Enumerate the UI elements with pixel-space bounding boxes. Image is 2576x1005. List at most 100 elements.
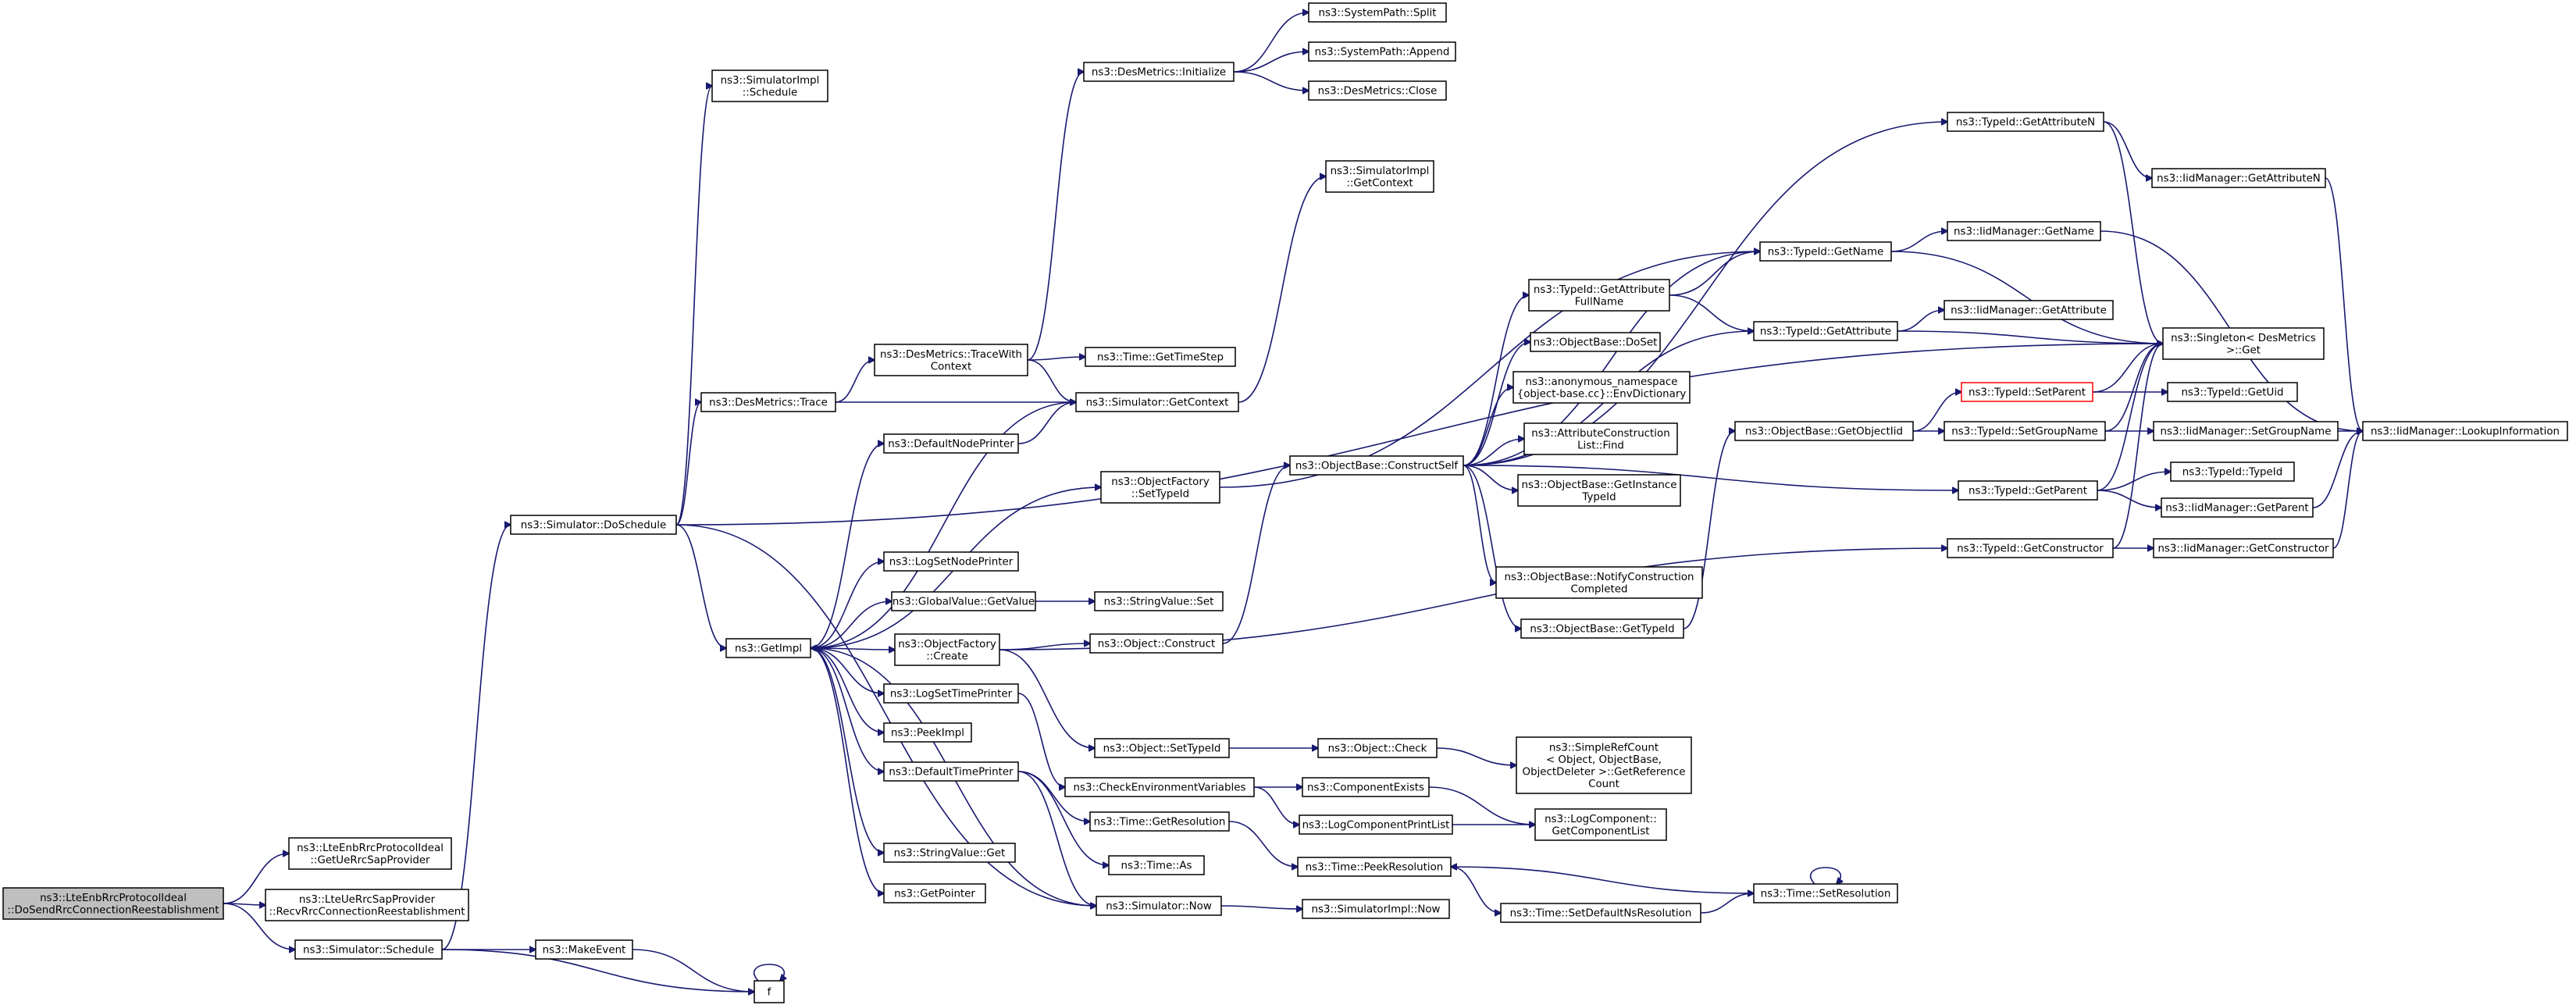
call-edge bbox=[1890, 231, 1947, 252]
node-timePeekResolution[interactable]: ns3::Time::PeekResolution bbox=[1297, 857, 1452, 877]
node-doSchedule[interactable]: ns3::Simulator::DoSchedule bbox=[510, 515, 677, 535]
node-obGetObjectIid[interactable]: ns3::ObjectBase::GetObjectIid bbox=[1734, 421, 1914, 441]
node-label: ns3::Simulator::GetContext bbox=[1086, 397, 1229, 409]
node-checkEnvVars[interactable]: ns3::CheckEnvironmentVariables bbox=[1064, 777, 1255, 797]
edge-obConstructSelf-to-obGetInstanceTypeId bbox=[1463, 465, 1518, 490]
node-box bbox=[1958, 480, 2098, 501]
node-obGetTypeId[interactable]: ns3::ObjectBase::GetTypeId bbox=[1520, 618, 1684, 639]
node-tidGetParent[interactable]: ns3::TypeId::GetParent bbox=[1958, 480, 2098, 501]
node-getImpl[interactable]: ns3::GetImpl bbox=[725, 638, 811, 658]
node-tidGetUid[interactable]: ns3::TypeId::GetUid bbox=[2167, 382, 2298, 402]
node-box bbox=[1944, 421, 2106, 441]
node-f[interactable]: f bbox=[754, 980, 785, 1003]
node-componentExists[interactable]: ns3::ComponentExists bbox=[1302, 777, 1430, 797]
node-label: ns3::Time::PeekResolution bbox=[1306, 862, 1444, 874]
node-iidGetConstructor[interactable]: ns3::IidManager::GetConstructor bbox=[2153, 538, 2334, 558]
node-makeEvent[interactable]: ns3::MakeEvent bbox=[535, 939, 633, 960]
node-logSetNodePrinter[interactable]: ns3::LogSetNodePrinter bbox=[883, 551, 1019, 572]
call-edge bbox=[810, 601, 892, 649]
node-iidGetParent[interactable]: ns3::IidManager::GetParent bbox=[2161, 497, 2314, 518]
node-tidGetName[interactable]: ns3::TypeId::GetName bbox=[1759, 241, 1892, 262]
node-label: ns3::ComponentExists bbox=[1307, 782, 1424, 794]
node-simNow[interactable]: ns3::Simulator::Now bbox=[1096, 896, 1222, 916]
node-objCheck[interactable]: ns3::Object::Check bbox=[1317, 738, 1438, 758]
node-peekImpl[interactable]: ns3::PeekImpl bbox=[883, 722, 972, 743]
node-simGetContext[interactable]: ns3::Simulator::GetContext bbox=[1075, 392, 1239, 412]
node-box bbox=[883, 433, 1019, 454]
node-defaultTimePrinter[interactable]: ns3::DefaultTimePrinter bbox=[883, 761, 1019, 782]
edge-f-to-f bbox=[753, 964, 785, 981]
node-timeAs[interactable]: ns3::Time::As bbox=[1108, 855, 1205, 875]
node-objSetTypeId[interactable]: ns3::Object::SetTypeId bbox=[1094, 738, 1230, 758]
call-edge bbox=[1220, 905, 1302, 909]
node-svSet[interactable]: ns3::StringValue::Set bbox=[1094, 591, 1224, 611]
node-svGet[interactable]: ns3::StringValue::Get bbox=[883, 843, 1016, 863]
call-edge bbox=[1017, 693, 1065, 787]
call-edge bbox=[1463, 251, 1760, 466]
node-box bbox=[1299, 814, 1453, 835]
node-logSetTimePrinter[interactable]: ns3::LogSetTimePrinter bbox=[883, 683, 1019, 704]
node-gvGetValue[interactable]: ns3::GlobalValue::GetValue bbox=[891, 591, 1036, 611]
node-timeGetResolution[interactable]: ns3::Time::GetResolution bbox=[1089, 811, 1230, 832]
edge-tidGetAttrFullName-to-tidGetAttribute bbox=[1669, 294, 1754, 331]
node-desInit[interactable]: ns3::DesMetrics::Initialize bbox=[1083, 62, 1235, 82]
node-singletonGet[interactable]: ns3::Singleton< DesMetrics>::Get bbox=[2162, 327, 2325, 360]
node-label: ns3::SimulatorImpl bbox=[721, 75, 820, 87]
node-timeGetTimeStep[interactable]: ns3::Time::GetTimeStep bbox=[1085, 347, 1236, 367]
node-label: ns3::Time::SetDefaultNsResolution bbox=[1510, 908, 1692, 920]
node-label: ns3::LteEnbRrcProtocolIdeal bbox=[40, 893, 187, 904]
node-tidSetParent[interactable]: ns3::TypeId::SetParent bbox=[1961, 382, 2093, 402]
node-recvRrcConn[interactable]: ns3::LteUeRrcSapProvider::RecvRrcConnect… bbox=[265, 889, 469, 921]
call-edge bbox=[1912, 392, 1961, 432]
node-tidGetConstructor[interactable]: ns3::TypeId::GetConstructor bbox=[1947, 538, 2114, 558]
node-iidGetAttribute[interactable]: ns3::IidManager::GetAttribute bbox=[1944, 300, 2114, 320]
node-pathAppend[interactable]: ns3::SystemPath::Append bbox=[1308, 41, 1456, 62]
node-getPointer[interactable]: ns3::GetPointer bbox=[883, 883, 986, 903]
node-obConstructSelf[interactable]: ns3::ObjectBase::ConstructSelf bbox=[1289, 455, 1464, 476]
node-envDictionary[interactable]: ns3::anonymous_namespace{object-base.cc}… bbox=[1512, 371, 1691, 404]
edge-doSchedule-to-desTrace bbox=[675, 402, 701, 526]
node-ofSetTypeId[interactable]: ns3::ObjectFactory::SetTypeId bbox=[1100, 471, 1220, 504]
node-box bbox=[700, 392, 836, 412]
node-desTrace[interactable]: ns3::DesMetrics::Trace bbox=[700, 392, 836, 412]
node-getComponentList[interactable]: ns3::LogComponent::GetComponentList bbox=[1534, 808, 1667, 841]
node-timeSetResolution[interactable]: ns3::Time::SetResolution bbox=[1753, 883, 1898, 903]
node-label: ::Schedule bbox=[743, 87, 798, 98]
node-implNow[interactable]: ns3::SimulatorImpl::Now bbox=[1302, 899, 1450, 919]
node-implSchedule[interactable]: ns3::SimulatorImpl::Schedule bbox=[711, 69, 828, 102]
node-obNotifyConstruction[interactable]: ns3::ObjectBase::NotifyConstructionCompl… bbox=[1495, 566, 1703, 599]
node-desClose[interactable]: ns3::DesMetrics::Close bbox=[1308, 80, 1447, 101]
node-tidGetAttribute[interactable]: ns3::TypeId::GetAttribute bbox=[1753, 321, 1898, 341]
node-iidGetAttributeN[interactable]: ns3::IidManager::GetAttributeN bbox=[2151, 168, 2326, 188]
node-timeSetDefaultNsRes[interactable]: ns3::Time::SetDefaultNsResolution bbox=[1500, 903, 1701, 923]
node-tidSetGroupName[interactable]: ns3::TypeId::SetGroupName bbox=[1944, 421, 2106, 441]
node-implGetContext[interactable]: ns3::SimulatorImpl::GetContext bbox=[1325, 160, 1434, 193]
node-label: ns3::DesMetrics::TraceWith bbox=[880, 349, 1022, 361]
node-box bbox=[1512, 371, 1691, 404]
node-ofCreate[interactable]: ns3::ObjectFactory::Create bbox=[894, 633, 1000, 666]
node-defaultNodePrinter[interactable]: ns3::DefaultNodePrinter bbox=[883, 433, 1019, 454]
node-getUeRrcSap[interactable]: ns3::LteEnbRrcProtocolIdeal::GetUeRrcSap… bbox=[288, 837, 452, 870]
node-tidTypeId[interactable]: ns3::TypeId::TypeId bbox=[2170, 462, 2295, 482]
edge-ofCreate-to-objSetTypeId bbox=[999, 649, 1095, 748]
node-tidGetAttributeN[interactable]: ns3::TypeId::GetAttributeN bbox=[1947, 112, 2104, 132]
edge-obConstructSelf-to-attrConstructionFind bbox=[1463, 439, 1524, 466]
node-pathSplit[interactable]: ns3::SystemPath::Split bbox=[1308, 2, 1447, 23]
node-root[interactable]: ns3::LteEnbRrcProtocolIdeal::DoSendRrcCo… bbox=[2, 887, 224, 920]
node-objConstruct[interactable]: ns3::Object::Construct bbox=[1089, 633, 1224, 654]
node-iidLookupInformation[interactable]: ns3::IidManager::LookupInformation bbox=[2362, 421, 2568, 441]
node-box bbox=[1528, 279, 1670, 312]
node-simSchedule[interactable]: ns3::Simulator::Schedule bbox=[294, 939, 443, 960]
edge-tidGetName-to-singletonGet bbox=[1890, 251, 2163, 344]
node-obDoSet[interactable]: ns3::ObjectBase::DoSet bbox=[1530, 332, 1661, 352]
node-simpleRefCount[interactable]: ns3::SimpleRefCount< Object, ObjectBase,… bbox=[1516, 736, 1692, 794]
node-iidSetGroupName[interactable]: ns3::IidManager::SetGroupName bbox=[2153, 421, 2339, 441]
node-label: ns3::TypeId::GetAttributeN bbox=[1956, 117, 2095, 129]
node-logComponentPrintList[interactable]: ns3::LogComponentPrintList bbox=[1299, 814, 1453, 835]
node-iidGetName[interactable]: ns3::IidManager::GetName bbox=[1947, 221, 2101, 241]
